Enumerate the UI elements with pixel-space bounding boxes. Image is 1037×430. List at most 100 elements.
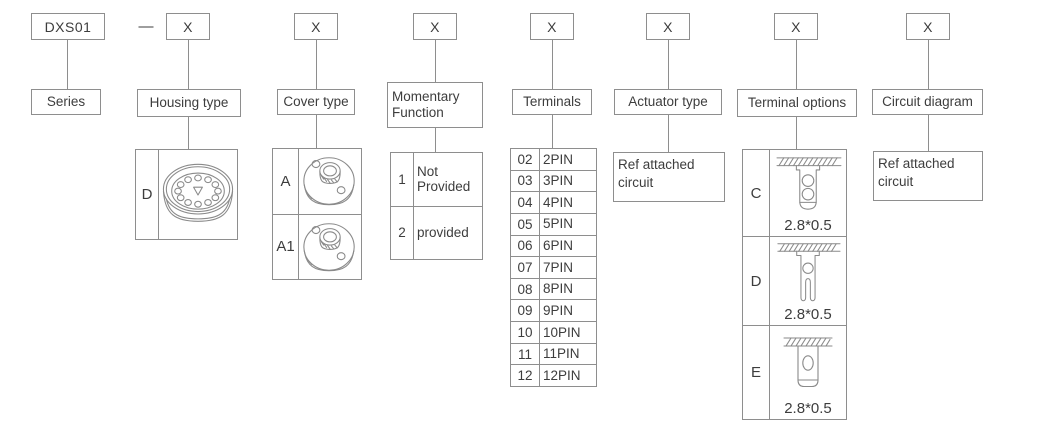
terminal-count-code: 06 [511, 235, 540, 257]
terminal-count-code: 08 [511, 278, 540, 300]
terminal-option-row-e: E 2.8*0.5 [743, 325, 846, 419]
connector-line [668, 115, 669, 152]
terminal-option-code: C [743, 150, 770, 236]
terminal-d-drawing [770, 237, 846, 306]
terminal-count-desc: 3PIN [543, 173, 574, 189]
cover-row-a1: A1 [273, 213, 361, 280]
actuator-note: Ref attached circuit [613, 152, 725, 202]
label-housing-type: Housing type [137, 89, 241, 117]
terminal-count-desc: 2PIN [543, 151, 574, 167]
terminal-count-code: 02 [511, 149, 540, 170]
code-box-circuit: X [906, 13, 950, 40]
connector-line [552, 40, 553, 89]
terminal-dim-label: 2.8*0.5 [784, 217, 832, 234]
label-terminals: Terminals [512, 89, 592, 115]
label-actuator-type: Actuator type [614, 89, 722, 115]
connector-line [188, 40, 189, 89]
terminal-count-desc: 10PIN [543, 324, 581, 340]
housing-d-drawing [159, 150, 237, 239]
terminal-option-code: E [743, 326, 770, 419]
label-terminal-options: Terminal options [737, 89, 857, 117]
connector-line [928, 40, 929, 89]
connector-line [435, 40, 436, 82]
terminal-count-desc: 7PIN [543, 259, 574, 275]
terminal-count-code: 05 [511, 213, 540, 235]
connector-line [188, 117, 189, 149]
momentary-row: 1 Not Provided [391, 153, 482, 206]
label-momentary-function: Momentary Function [387, 82, 483, 128]
cover-row-a: A [273, 149, 361, 214]
housing-row: D [136, 150, 237, 239]
momentary-options-table: 1 Not Provided 2 provided [390, 152, 483, 260]
cover-a1-drawing [299, 215, 361, 280]
circuit-note: Ref attached circuit [873, 151, 983, 201]
terminal-c-drawing [770, 150, 846, 217]
code-separator: — [138, 18, 154, 35]
terminal-option-row-c: C 2.8*0.5 [743, 150, 846, 236]
series-code-box: DXS01 [31, 13, 105, 40]
terminal-count-code: 10 [511, 322, 540, 343]
terminal-count-desc: 5PIN [543, 216, 574, 232]
terminal-option-code: D [743, 237, 770, 325]
terminal-options-table: C 2.8*0.5 [742, 149, 847, 420]
connector-line [668, 40, 669, 89]
connector-line [435, 128, 436, 152]
terminal-option-row-d: D 2.8*0.5 [743, 236, 846, 325]
terminal-count-desc: 4PIN [543, 194, 574, 210]
cover-a-drawing [299, 149, 361, 214]
label-circuit-diagram: Circuit diagram [872, 89, 983, 115]
terminal-count-code: 04 [511, 192, 540, 213]
connector-line [552, 115, 553, 148]
terminal-dim-label: 2.8*0.5 [784, 306, 832, 323]
connector-line [316, 115, 317, 148]
terminal-count-code: 12 [511, 365, 540, 387]
terminal-count-code: 11 [511, 343, 540, 365]
connector-line [796, 40, 797, 89]
terminal-dim-label: 2.8*0.5 [784, 400, 832, 417]
connector-line [928, 115, 929, 151]
terminal-count-code: 09 [511, 300, 540, 322]
code-box-terminals: X [530, 13, 574, 40]
code-box-housing: X [166, 13, 210, 40]
housing-drawing-cell [159, 150, 237, 239]
terminal-count-desc: 9PIN [543, 303, 574, 319]
housing-options-table: D [135, 149, 238, 240]
code-box-terminal-options: X [774, 13, 818, 40]
code-box-cover: X [294, 13, 338, 40]
housing-code: D [136, 150, 159, 239]
momentary-row: 2 provided [391, 205, 482, 259]
connector-line [67, 40, 68, 89]
terminal-count-desc: 12PIN [543, 367, 581, 383]
connector-line [316, 40, 317, 89]
momentary-code: 1 [391, 153, 414, 206]
cover-code: A1 [273, 214, 299, 279]
code-box-actuator: X [646, 13, 690, 40]
label-cover-type: Cover type [277, 89, 355, 115]
terminal-count-code: 07 [511, 257, 540, 278]
terminal-count-desc: 11PIN [543, 346, 580, 362]
momentary-desc: provided [417, 224, 469, 240]
terminal-count-desc: 8PIN [543, 281, 574, 297]
label-series: Series [31, 89, 101, 115]
connector-line [796, 117, 797, 149]
cover-options-table: A [272, 148, 362, 280]
terminal-e-drawing [770, 326, 846, 400]
momentary-code: 2 [391, 206, 414, 259]
terminal-count-code: 03 [511, 170, 540, 192]
terminal-count-desc: 6PIN [543, 238, 574, 254]
cover-code: A [273, 149, 299, 214]
momentary-desc: Not Provided [417, 163, 471, 195]
